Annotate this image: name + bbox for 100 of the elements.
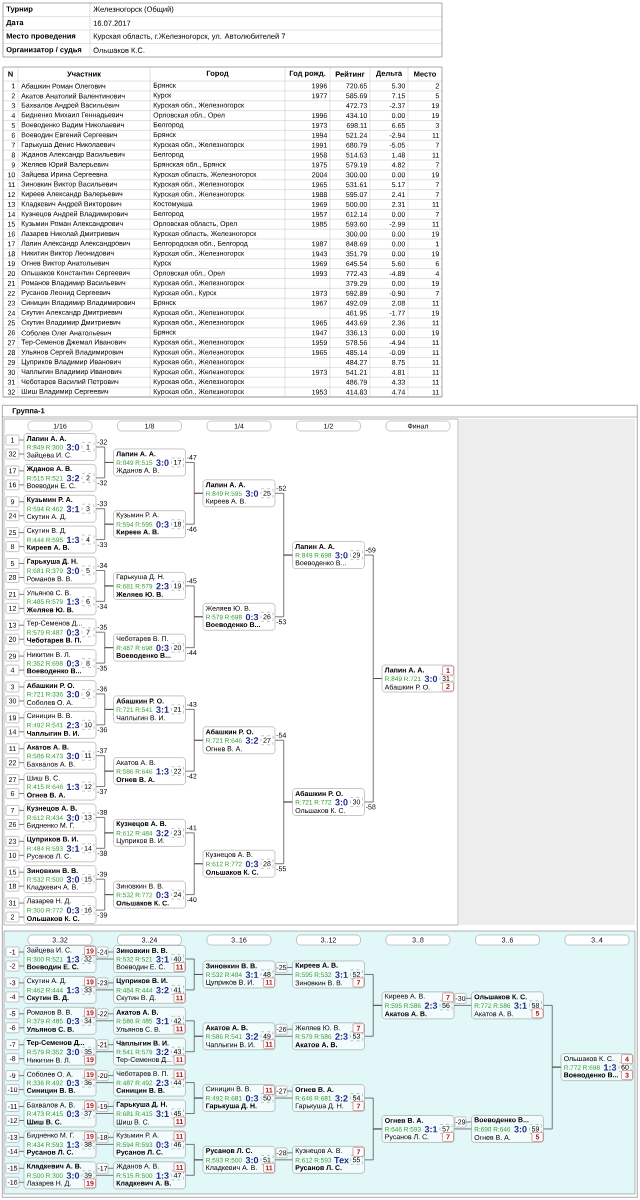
bracket-line xyxy=(18,731,25,733)
bracket-line xyxy=(18,669,25,671)
bracket-line xyxy=(286,1028,293,1030)
match-score: 3:0 xyxy=(66,752,80,760)
bracket-line xyxy=(465,998,472,999)
bracket-line xyxy=(286,967,293,968)
bracket-line xyxy=(18,1044,25,1046)
match-score: 3:0 xyxy=(66,1048,80,1056)
bracket-line xyxy=(18,871,25,873)
bracket-line xyxy=(18,484,25,486)
bracket-line xyxy=(95,1020,114,1022)
match-score: 3:0 xyxy=(66,691,80,698)
match-score: 0:3 xyxy=(156,1141,169,1148)
bracket-line xyxy=(18,1013,25,1015)
bracket-line xyxy=(18,1027,25,1029)
match-score: 3:0 xyxy=(335,799,348,806)
bracket-line xyxy=(95,462,114,479)
bracket-line xyxy=(95,894,114,911)
bracket-line xyxy=(18,840,25,842)
match-score: 3:2 xyxy=(156,987,169,994)
bracket-line xyxy=(274,1159,293,1161)
match-score: 1:3 xyxy=(604,1064,617,1071)
bracket-line xyxy=(18,515,25,517)
bracket-line xyxy=(364,678,383,803)
bracket-line xyxy=(18,793,25,794)
match-score: 0:3 xyxy=(156,644,169,652)
bracket-line xyxy=(465,1121,472,1123)
match-score: 1:3 xyxy=(67,956,80,963)
bracket-line xyxy=(95,585,114,602)
bracket-line xyxy=(18,1181,25,1183)
bracket-line xyxy=(18,965,25,967)
match-score: 3:1 xyxy=(156,956,169,963)
match-score: 3:0 xyxy=(424,675,438,682)
match-score: 3:0 xyxy=(66,814,80,821)
match-score: 0:3 xyxy=(66,907,80,914)
match-score: 3:0 xyxy=(514,1126,527,1133)
bracket-line xyxy=(18,655,25,657)
bracket-line xyxy=(18,563,25,564)
match-score: 0:3 xyxy=(156,521,169,528)
bracket-line xyxy=(107,1106,114,1107)
bracket-line xyxy=(185,1159,204,1176)
bracket-line xyxy=(18,546,25,547)
match-score: 0:3 xyxy=(245,1095,259,1102)
bracket-line xyxy=(185,616,204,648)
match-score: 3:1 xyxy=(66,505,80,513)
match-score: 1:3 xyxy=(156,768,169,775)
bracket-line xyxy=(18,982,25,984)
bracket-line xyxy=(18,951,25,953)
match-score: 2:3 xyxy=(156,1079,169,1087)
bracket-line xyxy=(18,532,25,533)
match-score: 3:2 xyxy=(245,737,259,744)
match-score: 3:1 xyxy=(156,706,169,713)
bracket-line xyxy=(18,1089,25,1090)
bracket-line xyxy=(18,577,25,578)
bracket-line xyxy=(18,470,25,472)
bracket-line xyxy=(274,1035,293,1037)
match-score: 1:3 xyxy=(67,987,80,994)
match-score: 3:1 xyxy=(335,971,348,978)
bracket-line xyxy=(107,1075,114,1076)
bracket-line xyxy=(274,974,293,975)
bracket-line xyxy=(107,1167,114,1169)
bracket-line xyxy=(18,996,25,998)
bracket-line xyxy=(107,1044,114,1046)
bracket-line xyxy=(18,1167,25,1169)
bracket-line xyxy=(274,1097,293,1099)
bracket-line xyxy=(18,824,25,825)
match-score: 1:3 xyxy=(156,1172,169,1179)
match-score: 3:0 xyxy=(66,567,80,574)
match-score: 1:3 xyxy=(67,1141,80,1148)
match-score: 1:3 xyxy=(67,598,80,605)
bracket-line xyxy=(18,624,25,626)
bracket-line xyxy=(18,748,25,750)
bracket-line xyxy=(453,1005,472,1006)
match-score: 3:0 xyxy=(66,876,80,883)
match-score: 3:1 xyxy=(514,1002,527,1009)
match-score: 3:0 xyxy=(245,1156,259,1164)
match-score: 3:0 xyxy=(156,459,169,466)
match-score: 0:3 xyxy=(66,629,80,636)
bracket-line xyxy=(95,1174,114,1176)
match-score: 0:3 xyxy=(66,1110,80,1117)
bracket-line xyxy=(18,594,25,595)
match-score: 3:2 xyxy=(245,1033,259,1040)
bracket-line xyxy=(185,739,204,772)
bracket-line xyxy=(95,832,114,849)
bracket-line xyxy=(18,854,25,856)
bracket-line xyxy=(107,982,114,984)
match-score: 0:3 xyxy=(245,613,259,621)
bracket-line xyxy=(18,1058,25,1060)
bracket-line xyxy=(18,779,25,780)
bracket-line xyxy=(107,1137,114,1138)
match-score: 1:3 xyxy=(67,536,80,544)
match-score: 3:0 xyxy=(245,490,259,497)
bracket-line xyxy=(185,974,204,991)
bracket-line xyxy=(95,647,114,664)
match-score: 2:3 xyxy=(424,1002,438,1009)
bracket-line xyxy=(18,762,25,764)
bracket-line xyxy=(95,958,114,960)
match-score: 3:2 xyxy=(66,475,80,482)
match-score: 0:3 xyxy=(66,660,80,667)
bracket-line xyxy=(185,1097,204,1114)
